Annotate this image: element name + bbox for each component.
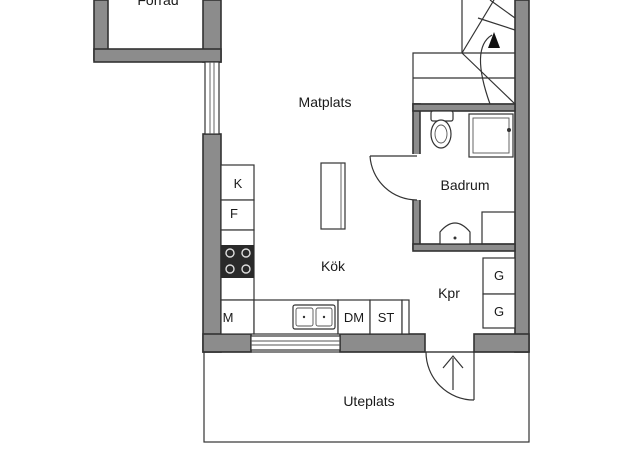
stove-icon: [221, 245, 254, 278]
appliance-label-freezer: F: [230, 206, 238, 221]
stair-arrow-icon: [488, 32, 500, 48]
room-label-kok: Kök: [321, 258, 346, 274]
room-label-matplats: Matplats: [299, 94, 352, 110]
wardrobe-label-1: G: [494, 268, 504, 283]
appliance-label-dishwasher: DM: [344, 310, 364, 325]
staircase: [412, 0, 516, 105]
entrance-arrow-icon: [442, 355, 464, 390]
storage-walls: [93, 0, 222, 63]
entrance-door: [425, 351, 475, 401]
appliance-label-microwave: M: [223, 310, 234, 325]
toilet-icon: [430, 110, 454, 149]
bathroom-sink-icon: [439, 222, 471, 245]
bathroom-cabinet: [481, 211, 516, 245]
left-window: [204, 61, 220, 135]
room-label-badrum: Badrum: [440, 177, 489, 193]
wardrobes: [482, 257, 516, 329]
room-label-forrad: Förråd: [137, 0, 178, 8]
bathroom-door: [369, 155, 418, 201]
kitchen-island: [320, 162, 346, 230]
wardrobe-label-2: G: [494, 304, 504, 319]
room-label-uteplats: Uteplats: [343, 393, 394, 409]
outer-walls: [202, 0, 530, 353]
bottom-window: [250, 335, 341, 351]
kitchen-sink-icon: [292, 304, 336, 330]
patio-outline: [203, 351, 530, 443]
appliance-label-fridge: K: [234, 176, 243, 191]
appliance-label-st: ST: [378, 310, 395, 325]
room-label-kpr: Kpr: [438, 285, 460, 301]
shower-icon: [468, 113, 514, 158]
